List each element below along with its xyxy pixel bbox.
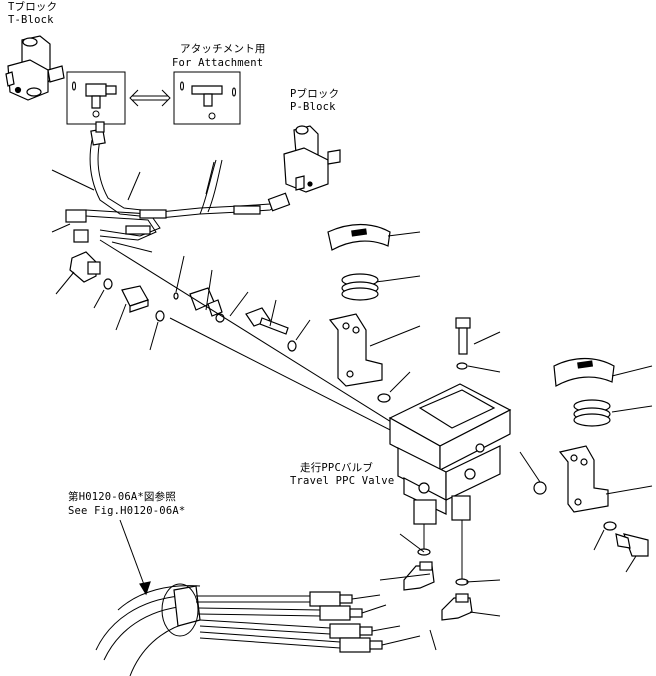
o-ring: [103, 278, 113, 290]
fitting-elbow: [69, 251, 101, 283]
cover-plate-top: [327, 223, 391, 251]
cover-plate-right: [553, 357, 615, 387]
rubber-boot-right: [573, 399, 611, 427]
washer: [603, 521, 617, 531]
t-block-label-en: T-Block: [8, 14, 54, 26]
t-block-label-jp: Tブロック: [8, 0, 57, 13]
p-block-label-jp: Pブロック: [290, 87, 339, 100]
hose-bundle-lower: [95, 583, 421, 676]
travel-ppc-valve: [388, 383, 512, 525]
fitting-union: [189, 287, 223, 317]
attachment-box-right: [173, 71, 241, 125]
bracket-left: [328, 313, 383, 387]
alignment-line: [169, 317, 411, 441]
o-ring: [155, 310, 165, 322]
rubber-boot: [341, 273, 379, 301]
p-block-part: [283, 125, 341, 193]
attachment-label-jp: アタッチメント用: [180, 43, 266, 55]
p-block-label-en: P-Block: [290, 101, 336, 113]
reference-pointer: [119, 519, 147, 591]
double-arrow-icon: [129, 89, 171, 107]
elbow-fitting-lower: [403, 561, 435, 591]
attachment-box-left: [66, 71, 126, 125]
valve-label-jp: 走行PPCバルブ: [300, 461, 373, 474]
fitting-connector: [121, 285, 149, 313]
arrow-head-icon: [139, 581, 151, 596]
hose-assembly-upper: [65, 121, 291, 243]
reference-label-jp: 第H0120-06A*図参照: [68, 490, 176, 503]
washer: [287, 340, 297, 352]
valve-label-en: Travel PPC Valve: [290, 475, 394, 487]
washer: [533, 481, 547, 495]
attachment-label-en: For Attachment: [172, 57, 263, 69]
elbow-fitting-lower-2: [441, 593, 473, 621]
washer: [456, 362, 468, 370]
washer: [377, 393, 391, 403]
alignment-line: [99, 239, 421, 441]
reference-label-en: See Fig.H0120-06A*: [68, 505, 185, 517]
t-block-part: [5, 35, 65, 101]
bracket-right: [558, 445, 609, 513]
callout-lines: [51, 161, 653, 651]
bolt-vertical: [455, 317, 471, 355]
o-ring-small: [173, 292, 179, 300]
bolt: [245, 307, 289, 335]
bolt-right: [615, 533, 649, 557]
